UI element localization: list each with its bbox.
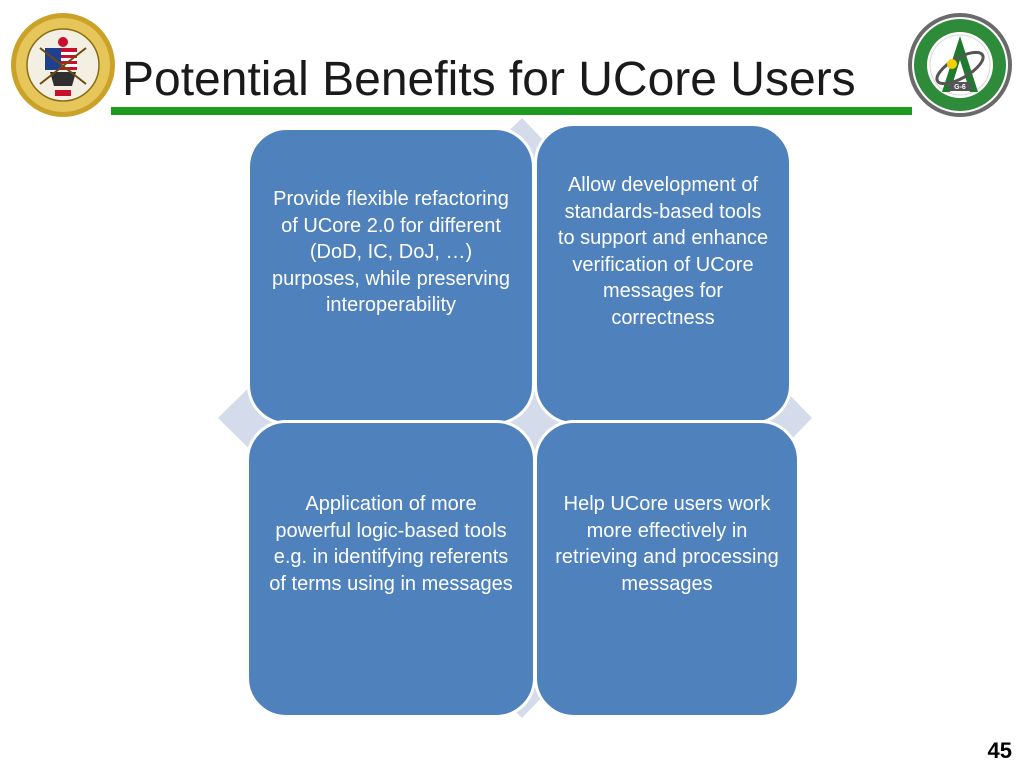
slide-title: Potential Benefits for UCore Users bbox=[122, 53, 856, 106]
army-seal-icon bbox=[11, 13, 115, 117]
benefit-text: Application of more powerful logic-based… bbox=[269, 493, 513, 595]
benefit-text: Help UCore users work more effectively i… bbox=[555, 493, 779, 595]
cio-g6-seal-icon: G-6 bbox=[908, 13, 1012, 117]
benefit-box-standards-based-tools: Allow development of standards-based too… bbox=[534, 123, 792, 425]
page-number: 45 bbox=[987, 738, 1012, 763]
benefit-box-retrieving-processing: Help UCore users work more effectively i… bbox=[534, 420, 800, 718]
benefit-box-flexible-refactoring: Provide flexible refactoring of UCore 2.… bbox=[247, 127, 535, 425]
benefit-text: Provide flexible refactoring of UCore 2.… bbox=[272, 188, 510, 316]
title-underline bbox=[111, 107, 912, 115]
benefit-box-logic-based-tools: Application of more powerful logic-based… bbox=[246, 420, 536, 718]
svg-text:G-6: G-6 bbox=[954, 84, 966, 91]
benefit-text: Allow development of standards-based too… bbox=[557, 174, 769, 329]
